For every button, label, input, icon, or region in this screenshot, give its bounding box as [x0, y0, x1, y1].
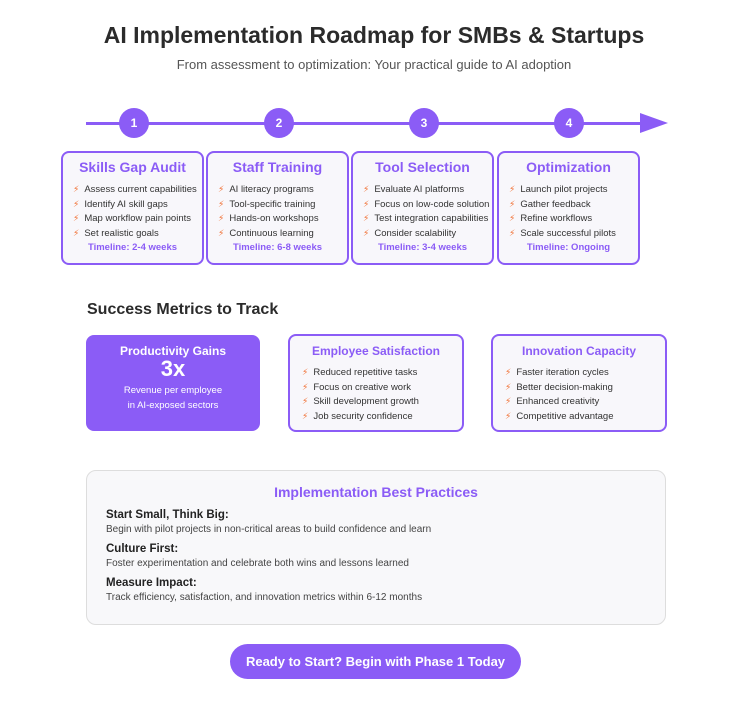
practice-text: Track efficiency, satisfaction, and inno… [106, 592, 423, 603]
list-item: ⚡︎Hands-on workshops [218, 213, 319, 224]
metric-title: Innovation Capacity [521, 344, 637, 358]
phase-title: Tool Selection [375, 159, 470, 175]
practice-heading: Measure Impact: [106, 577, 197, 589]
lightning-bolt-icon: ⚡︎ [218, 198, 225, 209]
best-practices-panel: Implementation Best Practices Start Smal… [86, 470, 666, 625]
lightning-bolt-icon: ⚡︎ [302, 410, 309, 421]
step-number-4: 4 [554, 108, 584, 138]
lightning-bolt-icon: ⚡︎ [505, 381, 512, 392]
list-item: ⚡︎Focus on creative work [302, 381, 412, 393]
phase-timeline: Timeline: Ongoing [526, 242, 611, 253]
lightning-bolt-icon: ⚡︎ [302, 396, 309, 406]
phase-title: Optimization [526, 159, 611, 175]
step-number-1: 1 [119, 108, 149, 138]
arrow-right-icon [640, 113, 668, 133]
list-item: ⚡︎Evaluate AI platforms [363, 184, 465, 195]
metric-item-list: ⚡︎Faster iteration cycles ⚡︎Better decis… [505, 365, 614, 423]
lightning-bolt-icon: ⚡︎ [73, 184, 80, 194]
practice-text: Foster experimentation and celebrate bot… [106, 558, 409, 569]
metric-label: Productivity Gains [119, 344, 227, 358]
lightning-bolt-icon: ⚡︎ [363, 184, 370, 194]
list-item: ⚡︎Competitive advantage [505, 410, 614, 422]
section-heading-metrics: Success Metrics to Track [87, 301, 279, 318]
lightning-bolt-icon: ⚡︎ [505, 367, 512, 377]
practice-heading: Start Small, Think Big: [106, 509, 229, 521]
lightning-bolt-icon: ⚡︎ [218, 213, 225, 223]
list-item: ⚡︎Assess current capabilities [73, 184, 197, 195]
list-item: ⚡︎Consider scalability [363, 227, 457, 239]
list-item: ⚡︎Better decision-making [505, 381, 613, 393]
metric-title: Employee Satisfaction [311, 344, 441, 358]
lightning-bolt-icon: ⚡︎ [505, 396, 512, 406]
metric-card-employee-satisfaction: Employee Satisfaction ⚡︎Reduced repetiti… [288, 334, 464, 432]
phase-item-list: ⚡︎AI literacy programs ⚡︎Tool-specific t… [218, 182, 345, 240]
metric-item-list: ⚡︎Reduced repetitive tasks ⚡︎Focus on cr… [302, 365, 419, 423]
lightning-bolt-icon: ⚡︎ [509, 227, 516, 238]
phase-timeline: Timeline: 2-4 weeks [87, 242, 178, 253]
metric-description: Revenue per employee in AI-exposed secto… [123, 385, 223, 411]
phase-card-staff-training: Staff Training ⚡︎AI literacy programs ⚡︎… [206, 151, 349, 265]
lightning-bolt-icon: ⚡︎ [363, 227, 370, 238]
list-item: ⚡︎Refine workflows [509, 213, 593, 224]
lightning-bolt-icon: ⚡︎ [505, 410, 512, 421]
list-item: ⚡︎Tool-specific training [218, 198, 316, 210]
step-number-3: 3 [409, 108, 439, 138]
phase-timeline: Timeline: 6-8 weeks [232, 242, 323, 253]
list-item: ⚡︎AI literacy programs [218, 184, 314, 195]
phase-title: Skills Gap Audit [79, 159, 186, 175]
list-item: ⚡︎Test integration capabilities [363, 213, 489, 224]
timeline-line [86, 122, 646, 125]
lightning-bolt-icon: ⚡︎ [302, 367, 309, 377]
cta-button[interactable]: Ready to Start? Begin with Phase 1 Today [230, 644, 521, 679]
lightning-bolt-icon: ⚡︎ [73, 227, 80, 238]
phase-card-skills-gap-audit: Skills Gap Audit ⚡︎Assess current capabi… [61, 151, 204, 265]
list-item: ⚡︎Map workflow pain points [73, 213, 191, 224]
lightning-bolt-icon: ⚡︎ [73, 213, 80, 223]
lightning-bolt-icon: ⚡︎ [302, 381, 309, 392]
metric-value: 3x [160, 356, 186, 381]
list-item: ⚡︎Set realistic goals [73, 227, 159, 239]
list-item: ⚡︎Launch pilot projects [509, 184, 608, 195]
list-item: ⚡︎Reduced repetitive tasks [302, 367, 418, 378]
list-item: ⚡︎Faster iteration cycles [505, 367, 609, 378]
practice-heading: Culture First: [106, 543, 179, 555]
list-item: ⚡︎Continuous learning [218, 227, 314, 239]
lightning-bolt-icon: ⚡︎ [363, 198, 370, 209]
lightning-bolt-icon: ⚡︎ [509, 198, 516, 209]
phase-card-tool-selection: Tool Selection ⚡︎Evaluate AI platforms ⚡… [351, 151, 494, 265]
phase-card-optimization: Optimization ⚡︎Launch pilot projects ⚡︎G… [497, 151, 640, 265]
step-number-2: 2 [264, 108, 294, 138]
list-item: ⚡︎Scale successful pilots [509, 227, 616, 239]
lightning-bolt-icon: ⚡︎ [509, 184, 516, 194]
list-item: ⚡︎Job security confidence [302, 410, 413, 422]
phase-item-list: ⚡︎Evaluate AI platforms ⚡︎Focus on low-c… [363, 182, 490, 240]
best-practices-title: Implementation Best Practices [274, 484, 478, 500]
phase-item-list: ⚡︎Launch pilot projects ⚡︎Gather feedbac… [509, 182, 636, 240]
phase-title: Staff Training [232, 159, 323, 175]
list-item: ⚡︎Skill development growth [302, 396, 419, 407]
list-item: ⚡︎Focus on low-code solutions [363, 198, 490, 210]
page-subtitle: From assessment to optimization: Your pr… [176, 57, 572, 72]
phase-timeline: Timeline: 3-4 weeks [377, 242, 468, 253]
lightning-bolt-icon: ⚡︎ [363, 213, 370, 223]
list-item: ⚡︎Enhanced creativity [505, 396, 600, 407]
practice-text: Begin with pilot projects in non-critica… [106, 524, 432, 535]
metric-card-innovation-capacity: Innovation Capacity ⚡︎Faster iteration c… [491, 334, 667, 432]
lightning-bolt-icon: ⚡︎ [218, 227, 225, 238]
metric-card-productivity-gains: Productivity Gains 3x Revenue per employ… [86, 335, 260, 431]
lightning-bolt-icon: ⚡︎ [509, 213, 516, 223]
page-title: AI Implementation Roadmap for SMBs & Sta… [103, 22, 645, 48]
list-item: ⚡︎Gather feedback [509, 198, 591, 210]
list-item: ⚡︎Identify AI skill gaps [73, 198, 168, 210]
lightning-bolt-icon: ⚡︎ [218, 184, 225, 194]
lightning-bolt-icon: ⚡︎ [73, 198, 80, 209]
phase-item-list: ⚡︎Assess current capabilities ⚡︎Identify… [73, 182, 200, 240]
